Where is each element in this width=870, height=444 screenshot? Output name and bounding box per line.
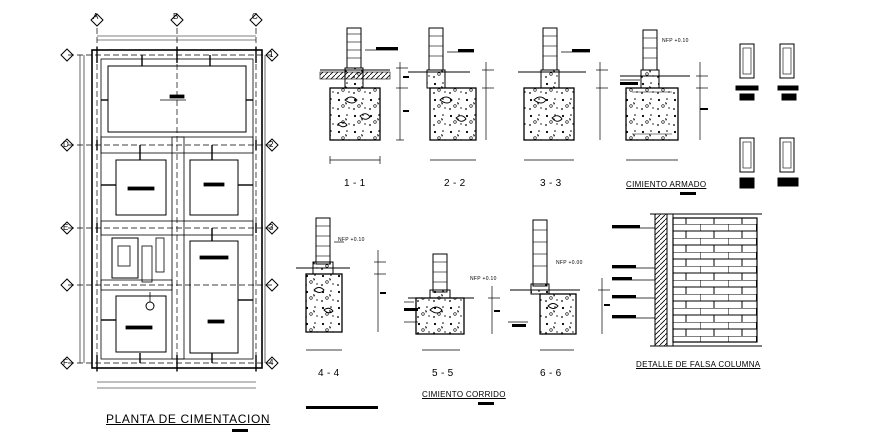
label-detalle-falsa-columna: DETALLE DE FALSA COLUMNA [636, 360, 761, 369]
level-label-6-6: NFP +0.00 [556, 260, 583, 266]
plan-title: PLANTA DE CIMENTACION [106, 412, 271, 426]
axis-label-c: C [252, 12, 259, 21]
section-label-5-5: 5 - 5 [432, 368, 454, 379]
section-label-2-2: 2 - 2 [444, 178, 466, 189]
axis-label-e: E [63, 223, 69, 232]
falsa-columna-detail [612, 213, 762, 347]
axis-label-b: B [173, 12, 179, 21]
section-3-3 [518, 27, 608, 161]
section-6-6 [508, 219, 610, 351]
label-cimiento-armado: CIMIENTO ARMADO [626, 180, 707, 189]
section-label-3-3: 3 - 3 [540, 178, 562, 189]
axis-label-f: F [63, 358, 69, 367]
axis-label-2: 2 [269, 140, 274, 149]
level-label-5-5: NFP +0.10 [470, 276, 497, 282]
section-label-6-6: 6 - 6 [540, 368, 562, 379]
section-cimiento-armado [620, 29, 708, 161]
axis-label-1: 1 [269, 50, 274, 59]
foundation-plan [60, 13, 279, 389]
level-label-armado: NFP +0.10 [662, 38, 689, 44]
axis-label-d: D [63, 140, 70, 149]
label-cimiento-corrido: CIMIENTO CORRIDO [422, 390, 506, 399]
axis-label-3: 3 [269, 223, 274, 232]
level-label-4-4: NFP +0.10 [338, 237, 365, 243]
section-2-2 [408, 27, 494, 161]
section-5-5 [404, 253, 500, 351]
axis-label-a: A [93, 12, 99, 21]
section-1-1 [319, 27, 409, 164]
axis-label-4: 4 [269, 358, 274, 367]
section-label-1-1: 1 - 1 [344, 178, 366, 189]
label-marks [232, 192, 696, 432]
section-label-4-4: 4 - 4 [318, 368, 340, 379]
section-4-4 [296, 217, 386, 351]
column-details [735, 43, 799, 189]
